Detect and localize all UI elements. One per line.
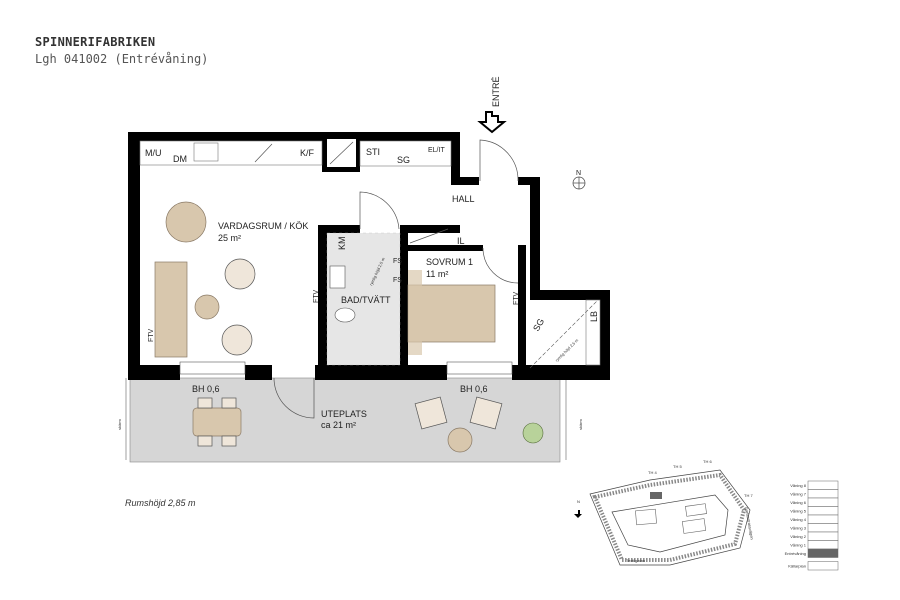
floor-label: Våning 4 bbox=[790, 517, 807, 522]
bathroom-door[interactable] bbox=[359, 191, 400, 230]
terrace-door[interactable] bbox=[273, 377, 315, 419]
window-label: BH 0,6 bbox=[192, 384, 220, 394]
stair-label: TH 5 bbox=[673, 464, 682, 469]
floor-label: Våning 5 bbox=[790, 509, 807, 514]
floor-row bbox=[807, 480, 839, 490]
sofa bbox=[154, 261, 188, 358]
fixture-mu: M/U bbox=[145, 148, 162, 158]
fixture-fs: FS bbox=[393, 277, 402, 284]
room-bedroom-area: 11 m² bbox=[426, 269, 448, 279]
terrace-chair bbox=[197, 435, 213, 447]
fixture-elit: EL/IT bbox=[428, 147, 445, 154]
terrace-chair bbox=[221, 397, 237, 409]
armchair bbox=[221, 324, 253, 356]
header: SPINNERIFABRIKEN Lgh 041002 (Entrévåning… bbox=[35, 35, 208, 66]
floor-row bbox=[807, 540, 839, 550]
toilet-icon bbox=[334, 307, 356, 323]
window bbox=[179, 361, 246, 375]
apartment-subtitle: Lgh 041002 (Entrévåning) bbox=[35, 52, 209, 66]
floor-label: Våning 3 bbox=[790, 526, 807, 531]
floor-row bbox=[807, 497, 839, 507]
nightstands bbox=[408, 270, 422, 355]
lounge-chair bbox=[469, 396, 503, 430]
ceiling-height: Rumshöjd 2,85 m bbox=[125, 498, 196, 508]
storage-counter bbox=[359, 140, 452, 167]
fixture-ftv: FTV bbox=[313, 289, 320, 303]
entrance-door[interactable] bbox=[479, 139, 519, 182]
room-bath-name: BAD/TVÄTT bbox=[341, 295, 391, 305]
stair-label: TH 7 bbox=[744, 493, 753, 498]
floor-label: Våning 8 bbox=[790, 483, 807, 488]
kitchen-counter bbox=[139, 140, 323, 166]
room-bedroom-name: SOVRUM 1 bbox=[426, 257, 473, 267]
terrace-table bbox=[192, 407, 242, 437]
fixture-lb: LB bbox=[589, 311, 599, 322]
armchair bbox=[224, 258, 256, 290]
window bbox=[446, 361, 513, 375]
north-compass-icon: N bbox=[572, 170, 586, 190]
window-label: BH 0,6 bbox=[460, 384, 488, 394]
walls bbox=[128, 132, 610, 380]
terrace-chair bbox=[221, 435, 237, 447]
room-terrace-area: ca 21 m² bbox=[321, 420, 356, 430]
project-title: SPINNERIFABRIKEN bbox=[35, 35, 156, 49]
dining-table bbox=[165, 201, 207, 243]
screen-label: skärm bbox=[117, 418, 122, 430]
floor-label: Entrévåning bbox=[785, 551, 806, 556]
floor-row bbox=[807, 561, 839, 571]
fixture-ftv: FTV bbox=[148, 328, 155, 342]
floor-row bbox=[807, 514, 839, 524]
fixture-sg: SG bbox=[397, 155, 410, 165]
floor-row bbox=[807, 548, 839, 558]
bed bbox=[407, 284, 496, 343]
fixture-km: KM bbox=[337, 237, 347, 251]
room-terrace-name: UTEPLATS bbox=[321, 409, 367, 419]
floor-label: Våning 2 bbox=[790, 534, 807, 539]
floor-row bbox=[807, 523, 839, 533]
room-living-kitchen-name: VARDAGSRUM / KÖK bbox=[218, 221, 308, 231]
lounge-chair bbox=[414, 396, 448, 430]
north-label: N bbox=[576, 170, 581, 177]
floor-row bbox=[807, 531, 839, 541]
fixture-il: IL bbox=[457, 236, 465, 246]
stair-label: TH 6 bbox=[703, 459, 712, 464]
fixture-ftv: FTV bbox=[513, 291, 520, 305]
bathroom-floor bbox=[327, 233, 400, 365]
entrance-label: ENTRÉ bbox=[491, 76, 501, 107]
coffee-table bbox=[194, 294, 220, 320]
north-arrow-icon bbox=[574, 510, 582, 518]
street-label: Textilgatan bbox=[626, 558, 645, 563]
bedroom-door[interactable] bbox=[482, 247, 519, 284]
screen-label: skärm bbox=[578, 418, 583, 430]
street-label: Garlasstrassvägen bbox=[744, 506, 755, 540]
floor-label: Våning 7 bbox=[790, 492, 807, 497]
side-table bbox=[447, 427, 473, 453]
fixture-kf: K/F bbox=[300, 148, 315, 158]
fixture-sti: STI bbox=[366, 147, 380, 157]
floor-row bbox=[807, 489, 839, 499]
fixture-fs: FS bbox=[393, 258, 402, 265]
key-plan: TH 4 TH 5 TH 6 TH 7 Textilgatan Garlasst… bbox=[574, 459, 755, 566]
sink-icon bbox=[193, 142, 219, 162]
key-plan-north-label: N bbox=[577, 499, 580, 504]
floor-label: Våning 6 bbox=[790, 500, 807, 505]
fixture-dm: DM bbox=[173, 154, 187, 164]
lb-cabinet bbox=[585, 299, 601, 366]
plant-icon bbox=[522, 422, 544, 444]
floor-row bbox=[807, 506, 839, 516]
fixture-sg: SG bbox=[531, 317, 546, 333]
note-sg: rymlig höjd 2,5 m bbox=[554, 337, 580, 363]
stair-label: TH 4 bbox=[648, 470, 657, 475]
floor-label: Våning 1 bbox=[790, 543, 807, 548]
room-hall-name: HALL bbox=[452, 194, 475, 204]
terrace-chair bbox=[197, 397, 213, 409]
washbasin-icon bbox=[329, 265, 346, 289]
floor-label: Källarplan bbox=[788, 564, 806, 569]
room-living-kitchen-area: 25 m² bbox=[218, 233, 241, 243]
floor-level-indicator: Våning 8 Våning 7 Våning 6 Våning 5 Våning 4… bbox=[785, 480, 839, 571]
current-unit-marker bbox=[650, 492, 662, 499]
entrance-arrow-icon bbox=[477, 111, 507, 134]
